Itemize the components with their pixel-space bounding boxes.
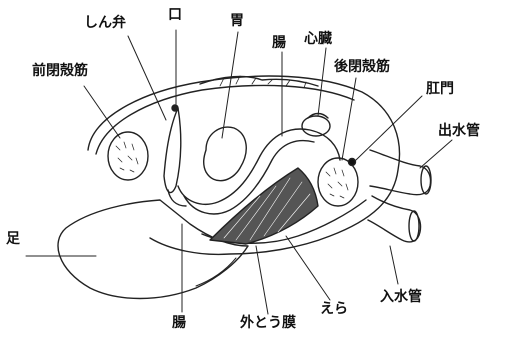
stomach [203,126,247,182]
label-gills: えら [320,301,348,317]
label-intestine-top: 腸 [272,35,286,51]
foot [57,199,249,300]
label-heart: 心臓 [304,31,332,47]
label-mantle: 外とう膜 [240,315,296,331]
label-foot: 足 [6,231,20,247]
hinge-top [199,75,319,87]
label-incurrent-siphon: 入水管 [380,289,422,305]
posterior-adductor-muscle [317,157,359,207]
incurrent-siphon [367,195,422,243]
shell-rim [95,84,355,155]
label-labial-palp: しん弁 [84,15,126,31]
label-anterior-adductor: 前閉殻筋 [32,63,88,79]
labial-palp [163,107,182,194]
label-mouth: 口 [168,7,182,23]
foot-edge [195,257,237,287]
label-anus: 肛門 [426,81,454,97]
gills [209,167,319,245]
shell-texture [219,75,307,89]
leader-lines [25,29,453,315]
label-intestine-bottom: 腸 [172,315,186,331]
anus [347,157,357,167]
mouth [171,104,179,112]
label-posterior-adductor: 後閉殻筋 [334,59,390,75]
intestine [177,128,341,205]
anterior-adductor-muscle [107,131,149,181]
label-excurrent-siphon: 出水管 [438,123,480,139]
heart [301,115,331,137]
label-stomach: 胃 [230,13,244,29]
